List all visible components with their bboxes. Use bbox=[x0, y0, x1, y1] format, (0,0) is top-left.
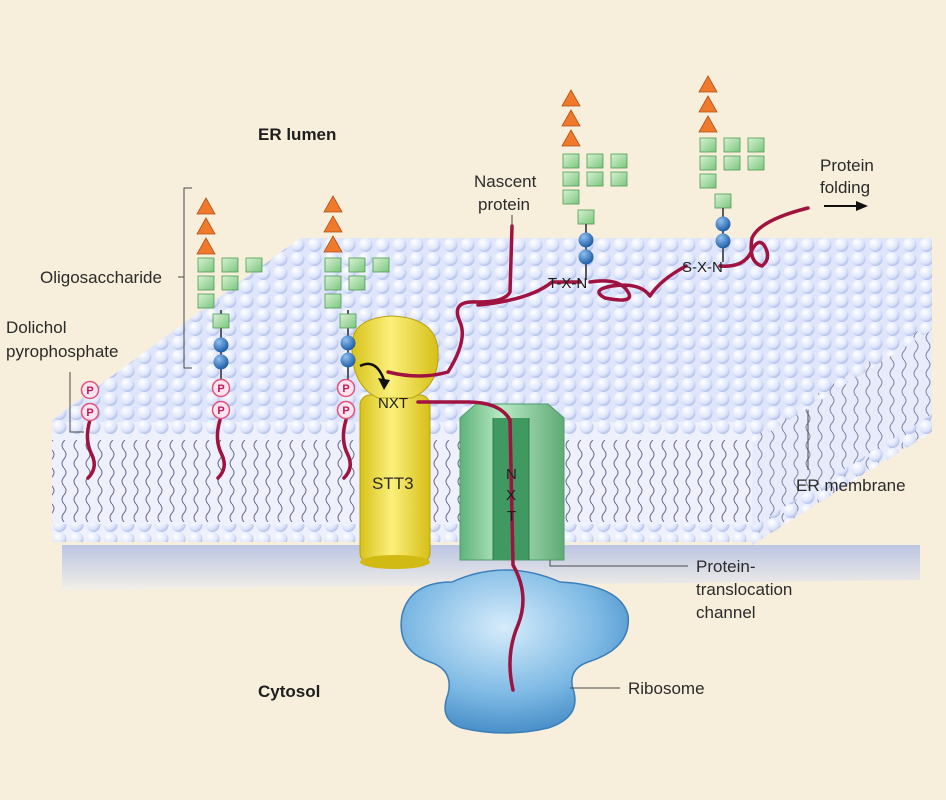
nascent-label-line1: Nascent bbox=[474, 172, 537, 191]
dolichol-2: P P bbox=[211, 310, 231, 480]
phosphate-2b: P bbox=[217, 405, 224, 417]
sxn-label: S-X-N bbox=[682, 259, 723, 276]
channel-label-line2: translocation bbox=[696, 580, 792, 599]
protein-folding-label-line2: folding bbox=[820, 178, 870, 197]
glcnac-bead bbox=[213, 337, 229, 353]
phosphate-2a: P bbox=[217, 383, 224, 395]
glcnac-bead bbox=[213, 354, 229, 370]
dolichol-label-line2: pyrophosphate bbox=[6, 342, 118, 361]
stt3-enzyme bbox=[351, 315, 439, 569]
folding-arrow bbox=[824, 201, 868, 211]
oligosaccharide-bracket bbox=[183, 187, 192, 369]
ribosome bbox=[400, 569, 630, 734]
er-membrane-label: ER membrane bbox=[796, 476, 906, 495]
txn-label: T-X-N bbox=[548, 275, 587, 292]
nascent-label-line2: protein bbox=[478, 195, 530, 214]
nascent-polypeptide bbox=[386, 206, 810, 692]
protein-folding-label-line1: Protein bbox=[820, 156, 874, 175]
oligosaccharide-tree-1 bbox=[196, 197, 263, 329]
dolichol-1: P P bbox=[80, 380, 100, 480]
oligosaccharide-tree-3 bbox=[561, 89, 628, 280]
glcnac-bead bbox=[340, 352, 356, 368]
nxt-channel-t: T bbox=[507, 508, 516, 525]
phosphate-1a: P bbox=[86, 385, 93, 397]
oligosaccharide-label: Oligosaccharide bbox=[40, 268, 162, 287]
membrane-shadow bbox=[62, 545, 920, 590]
phosphate-3b: P bbox=[342, 405, 349, 417]
er-lumen-label: ER lumen bbox=[258, 125, 336, 144]
oligosaccharide-tree-2 bbox=[323, 195, 390, 329]
phosphate-1b: P bbox=[86, 407, 93, 419]
glcnac-bead bbox=[340, 335, 356, 351]
stt3-label: STT3 bbox=[372, 474, 414, 493]
channel-label-line3: channel bbox=[696, 603, 756, 622]
dolichol-label-line1: Dolichol bbox=[6, 318, 66, 337]
nxt-enzyme-label: NXT bbox=[378, 395, 408, 412]
channel-label-line1: Protein- bbox=[696, 557, 756, 576]
nxt-channel-n: N bbox=[506, 466, 517, 483]
ribosome-label: Ribosome bbox=[628, 679, 705, 698]
phosphate-3a: P bbox=[342, 383, 349, 395]
nxt-channel-x: X bbox=[506, 487, 516, 504]
cytosol-label: Cytosol bbox=[258, 682, 320, 701]
dolichol-3: P P bbox=[336, 310, 356, 480]
transfer-arrow bbox=[359, 362, 390, 390]
oligosaccharide-tree-4 bbox=[698, 75, 765, 262]
leader-lines bbox=[69, 187, 809, 689]
